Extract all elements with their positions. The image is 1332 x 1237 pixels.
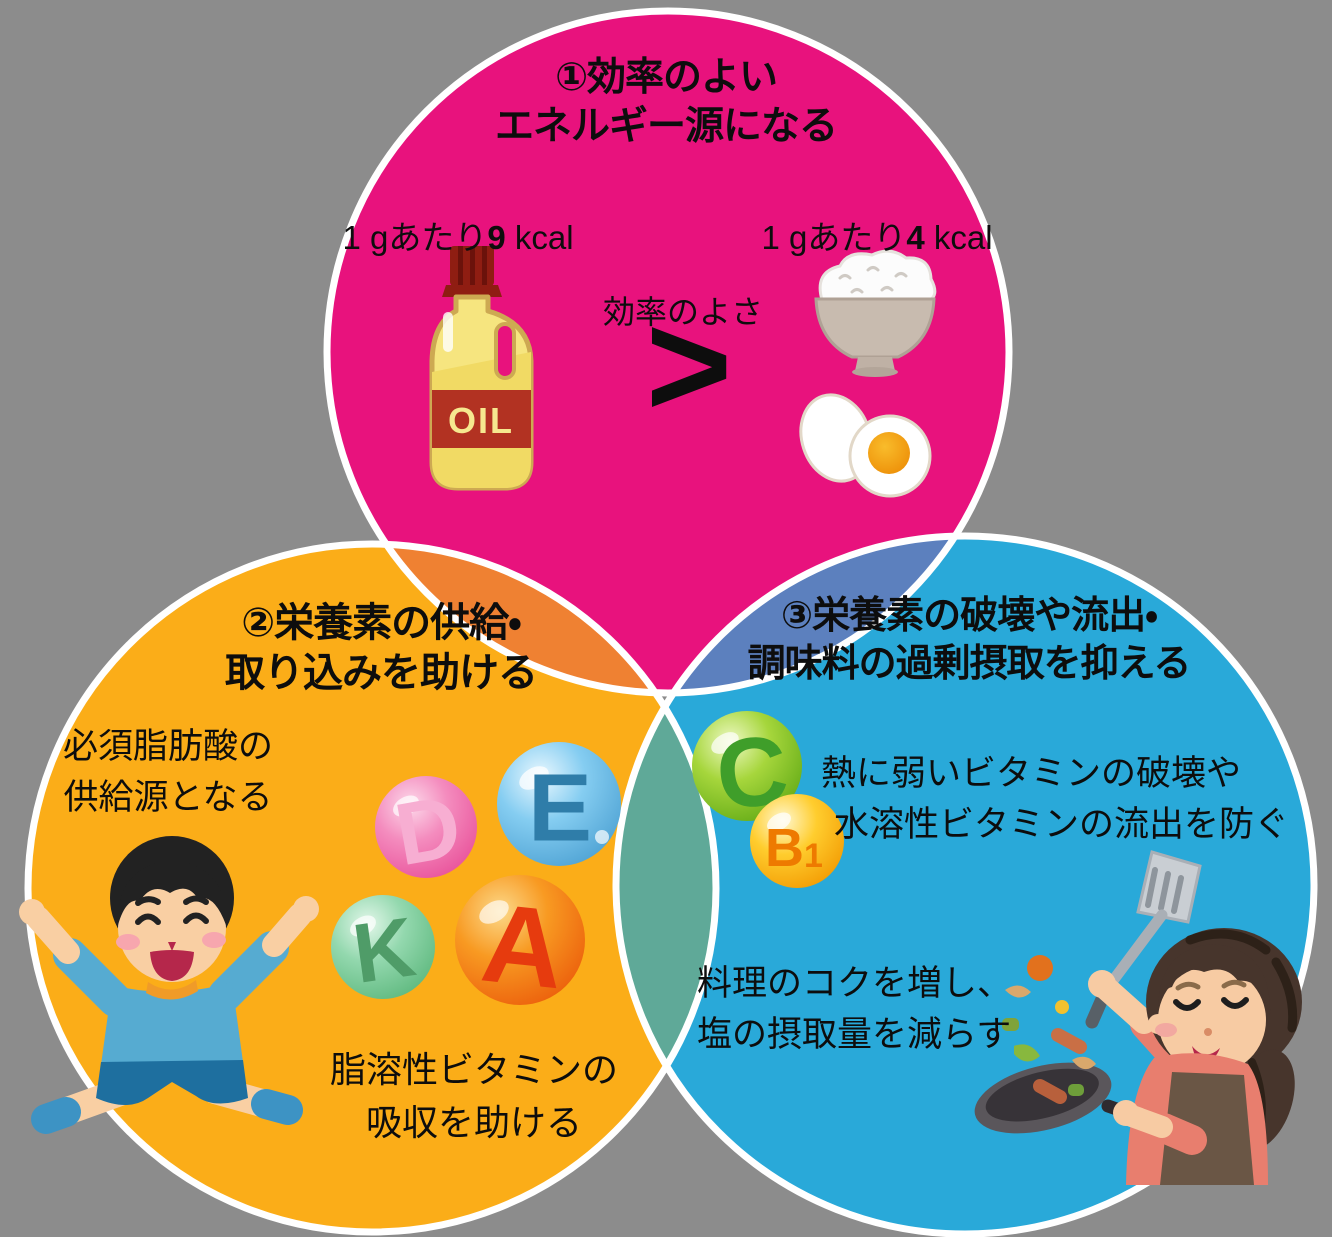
efficiency-label: 効率のよさ — [602, 294, 764, 330]
vitamin-e-letter: E — [528, 755, 592, 862]
vitamin-k-letter: K — [347, 899, 420, 1001]
circle1-title-line2: エネルギー源になる — [494, 105, 838, 149]
cooking-woman-illustration — [974, 850, 1302, 1185]
boy-illustration — [19, 836, 319, 1134]
vitamin-ball-a: A — [455, 875, 585, 1012]
circle2-title-line2: 取り込みを助ける — [225, 651, 538, 696]
circle3-title-line1: ③栄養素の破壊や流出・ — [780, 595, 1158, 637]
circle-protect — [616, 536, 1314, 1234]
circle-protect-border — [612, 532, 1318, 1237]
greater-than-symbol: > — [645, 283, 733, 448]
boiled-egg-illustration — [799, 393, 932, 498]
vitamin-ball-b1: B1 — [750, 794, 844, 888]
spatula-icon — [1085, 850, 1202, 1029]
vitamin-ball-d: D — [375, 776, 477, 884]
vitamin-ball-c: C — [692, 711, 802, 830]
rice-bowl-illustration — [814, 249, 937, 377]
fatty-acid-note: 必須脂肪酸の 供給源となる — [62, 727, 274, 818]
heat-vitamin-note: 熱に弱いビタミンの破壊や 水溶性ビタミンの流出を防ぐ — [821, 754, 1290, 845]
circle-supply-border — [24, 540, 720, 1236]
flying-food-icon — [1002, 955, 1096, 1104]
oil-label-text: OIL — [448, 400, 514, 441]
circle3-title-line2: 調味料の過剰摂取を抑える — [747, 642, 1192, 685]
vitamin-ball-e: E — [497, 742, 621, 866]
circle2-title: ②栄養素の供給・ 取り込みを助ける — [225, 598, 538, 699]
vitamin-ball-k: K — [331, 895, 435, 1001]
oil-bottle-illustration: OIL — [429, 246, 534, 491]
circle1-title: ①効率のよい エネルギー源になる — [494, 53, 838, 151]
vitamin-a-letter: A — [476, 880, 570, 1013]
circle1-title-line1: ①効率のよい — [554, 56, 778, 99]
circle-energy — [327, 11, 1009, 693]
circle3-title: ③栄養素の破壊や流出・ 調味料の過剰摂取を抑える — [747, 593, 1192, 689]
oil-kcal-label: 1 gあたり9 kcal — [342, 219, 574, 256]
circle2-title-line1: ②栄養素の供給・ — [241, 601, 521, 645]
circle-energy-border — [323, 7, 1013, 697]
absorption-note: 脂溶性ビタミンの 吸収を助ける — [329, 1049, 619, 1143]
vitamin-b1-letter: B1 — [765, 818, 823, 878]
salt-reduction-note: 料理のコクを増し、 塩の摂取量を減らす — [697, 964, 1013, 1055]
food-kcal-label: 1 gあたり4 kcal — [761, 219, 993, 256]
